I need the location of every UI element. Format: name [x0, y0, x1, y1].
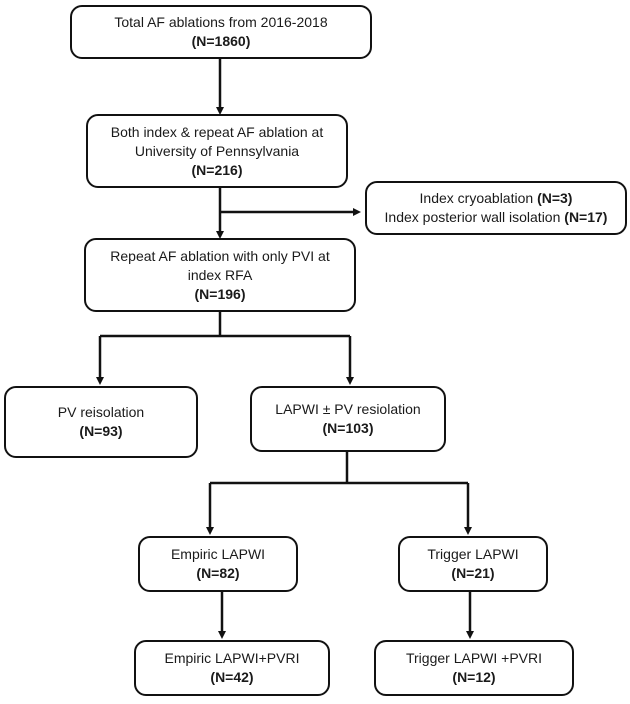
box-both-index-repeat: Both index & repeat AF ablation at Unive… [86, 114, 348, 188]
box-lapwi-text: LAPWI ± PV resiolation [275, 401, 421, 417]
box-total-text: Total AF ablations from 2016-2018 [114, 14, 328, 30]
box-both-line2: University of Pennsylvania [134, 142, 300, 159]
box-repeat-pvi: Repeat AF ablation with only PVI at inde… [84, 238, 356, 312]
box-excluded: Index cryoablation (N=3) Index posterior… [365, 181, 627, 235]
box-trigger-count: (N=21) [451, 565, 495, 581]
box-excluded-line1: Index cryoablation (N=3) [420, 189, 573, 208]
box-both-line1: Both index & repeat AF ablation at [110, 123, 324, 140]
box-trigger-lapwi: Trigger LAPWI (N=21) [398, 536, 548, 592]
excluded-pwi-count: (N=17) [564, 209, 608, 225]
box-pv-reisolation: PV reisolation (N=93) [4, 386, 198, 458]
box-repeat-line1: Repeat AF ablation with only PVI at [110, 247, 330, 264]
box-excluded-line2: Index posterior wall isolation (N=17) [385, 208, 608, 227]
box-total-count: (N=1860) [191, 33, 251, 49]
box-lapwi: LAPWI ± PV resiolation (N=103) [250, 386, 446, 452]
excluded-pwi-label: Index posterior wall isolation [384, 209, 565, 225]
excluded-cryo-count: (N=3) [537, 190, 573, 206]
box-pv-text: PV reisolation [57, 404, 145, 420]
box-repeat-count: (N=196) [194, 285, 246, 302]
box-pv-count: (N=93) [79, 423, 123, 439]
box-both-count: (N=216) [191, 161, 243, 178]
box-trigger-pvri-count: (N=12) [452, 669, 496, 685]
box-empiric-lapwi: Empiric LAPWI (N=82) [138, 536, 298, 592]
box-lapwi-count: (N=103) [322, 420, 374, 436]
box-trigger-pvri-text: Trigger LAPWI +PVRI [405, 650, 543, 666]
box-empiric-pvri: Empiric LAPWI+PVRI (N=42) [134, 640, 330, 696]
box-empiric-text: Empiric LAPWI [170, 546, 266, 562]
box-repeat-line2: index RFA [187, 266, 253, 283]
box-empiric-pvri-count: (N=42) [210, 669, 254, 685]
box-trigger-text: Trigger LAPWI [427, 546, 519, 562]
box-empiric-pvri-text: Empiric LAPWI+PVRI [164, 650, 300, 666]
box-trigger-pvri: Trigger LAPWI +PVRI (N=12) [374, 640, 574, 696]
box-empiric-count: (N=82) [196, 565, 240, 581]
box-total-ablations: Total AF ablations from 2016-2018 (N=186… [70, 5, 372, 59]
excluded-cryo-label: Index cryoablation [419, 190, 538, 206]
